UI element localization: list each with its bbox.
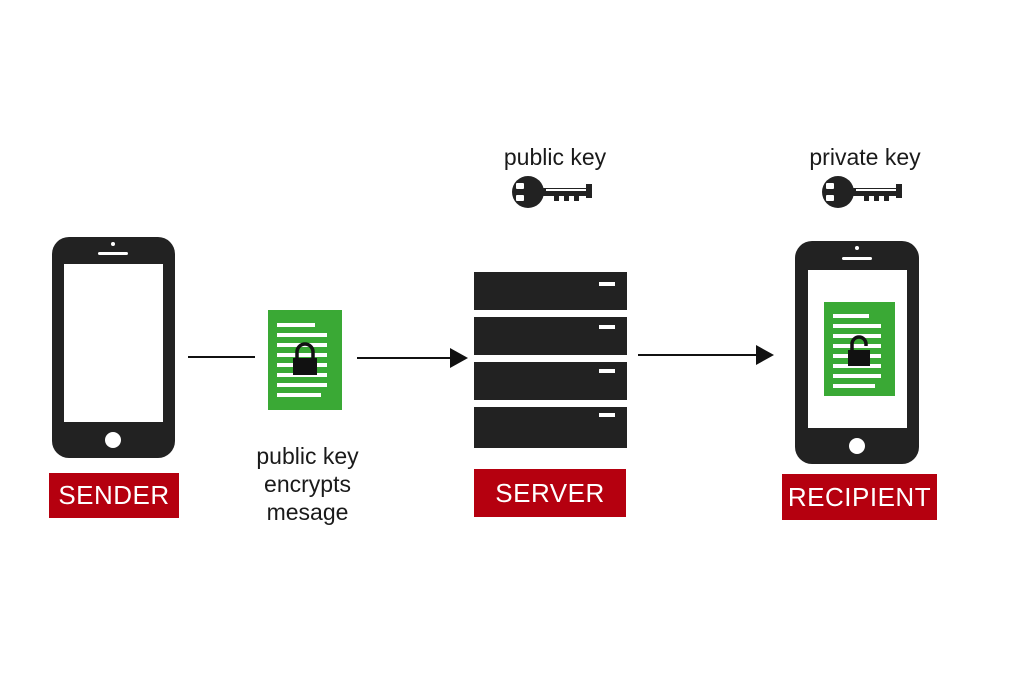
- arrow-to-server: [357, 348, 468, 368]
- locked-document-icon: [268, 310, 342, 410]
- unlocked-document-icon: [824, 302, 895, 396]
- private-key-icon: [822, 176, 902, 208]
- public-key-icon: [512, 176, 592, 208]
- sender-badge: SENDER: [49, 473, 179, 518]
- encryption-caption: public key encrypts mesage: [225, 442, 390, 526]
- server-badge: SERVER: [474, 469, 626, 517]
- caption-line: public key: [256, 443, 359, 469]
- arrow-to-recipient: [638, 345, 774, 365]
- private-key-label: private key: [809, 144, 921, 170]
- server-icon: [474, 272, 627, 448]
- caption-line: encrypts: [264, 471, 351, 497]
- recipient-badge: RECIPIENT: [782, 474, 937, 520]
- caption-line: mesage: [266, 499, 349, 525]
- sender-phone-icon: [52, 237, 175, 458]
- public-key-label: public key: [503, 144, 607, 170]
